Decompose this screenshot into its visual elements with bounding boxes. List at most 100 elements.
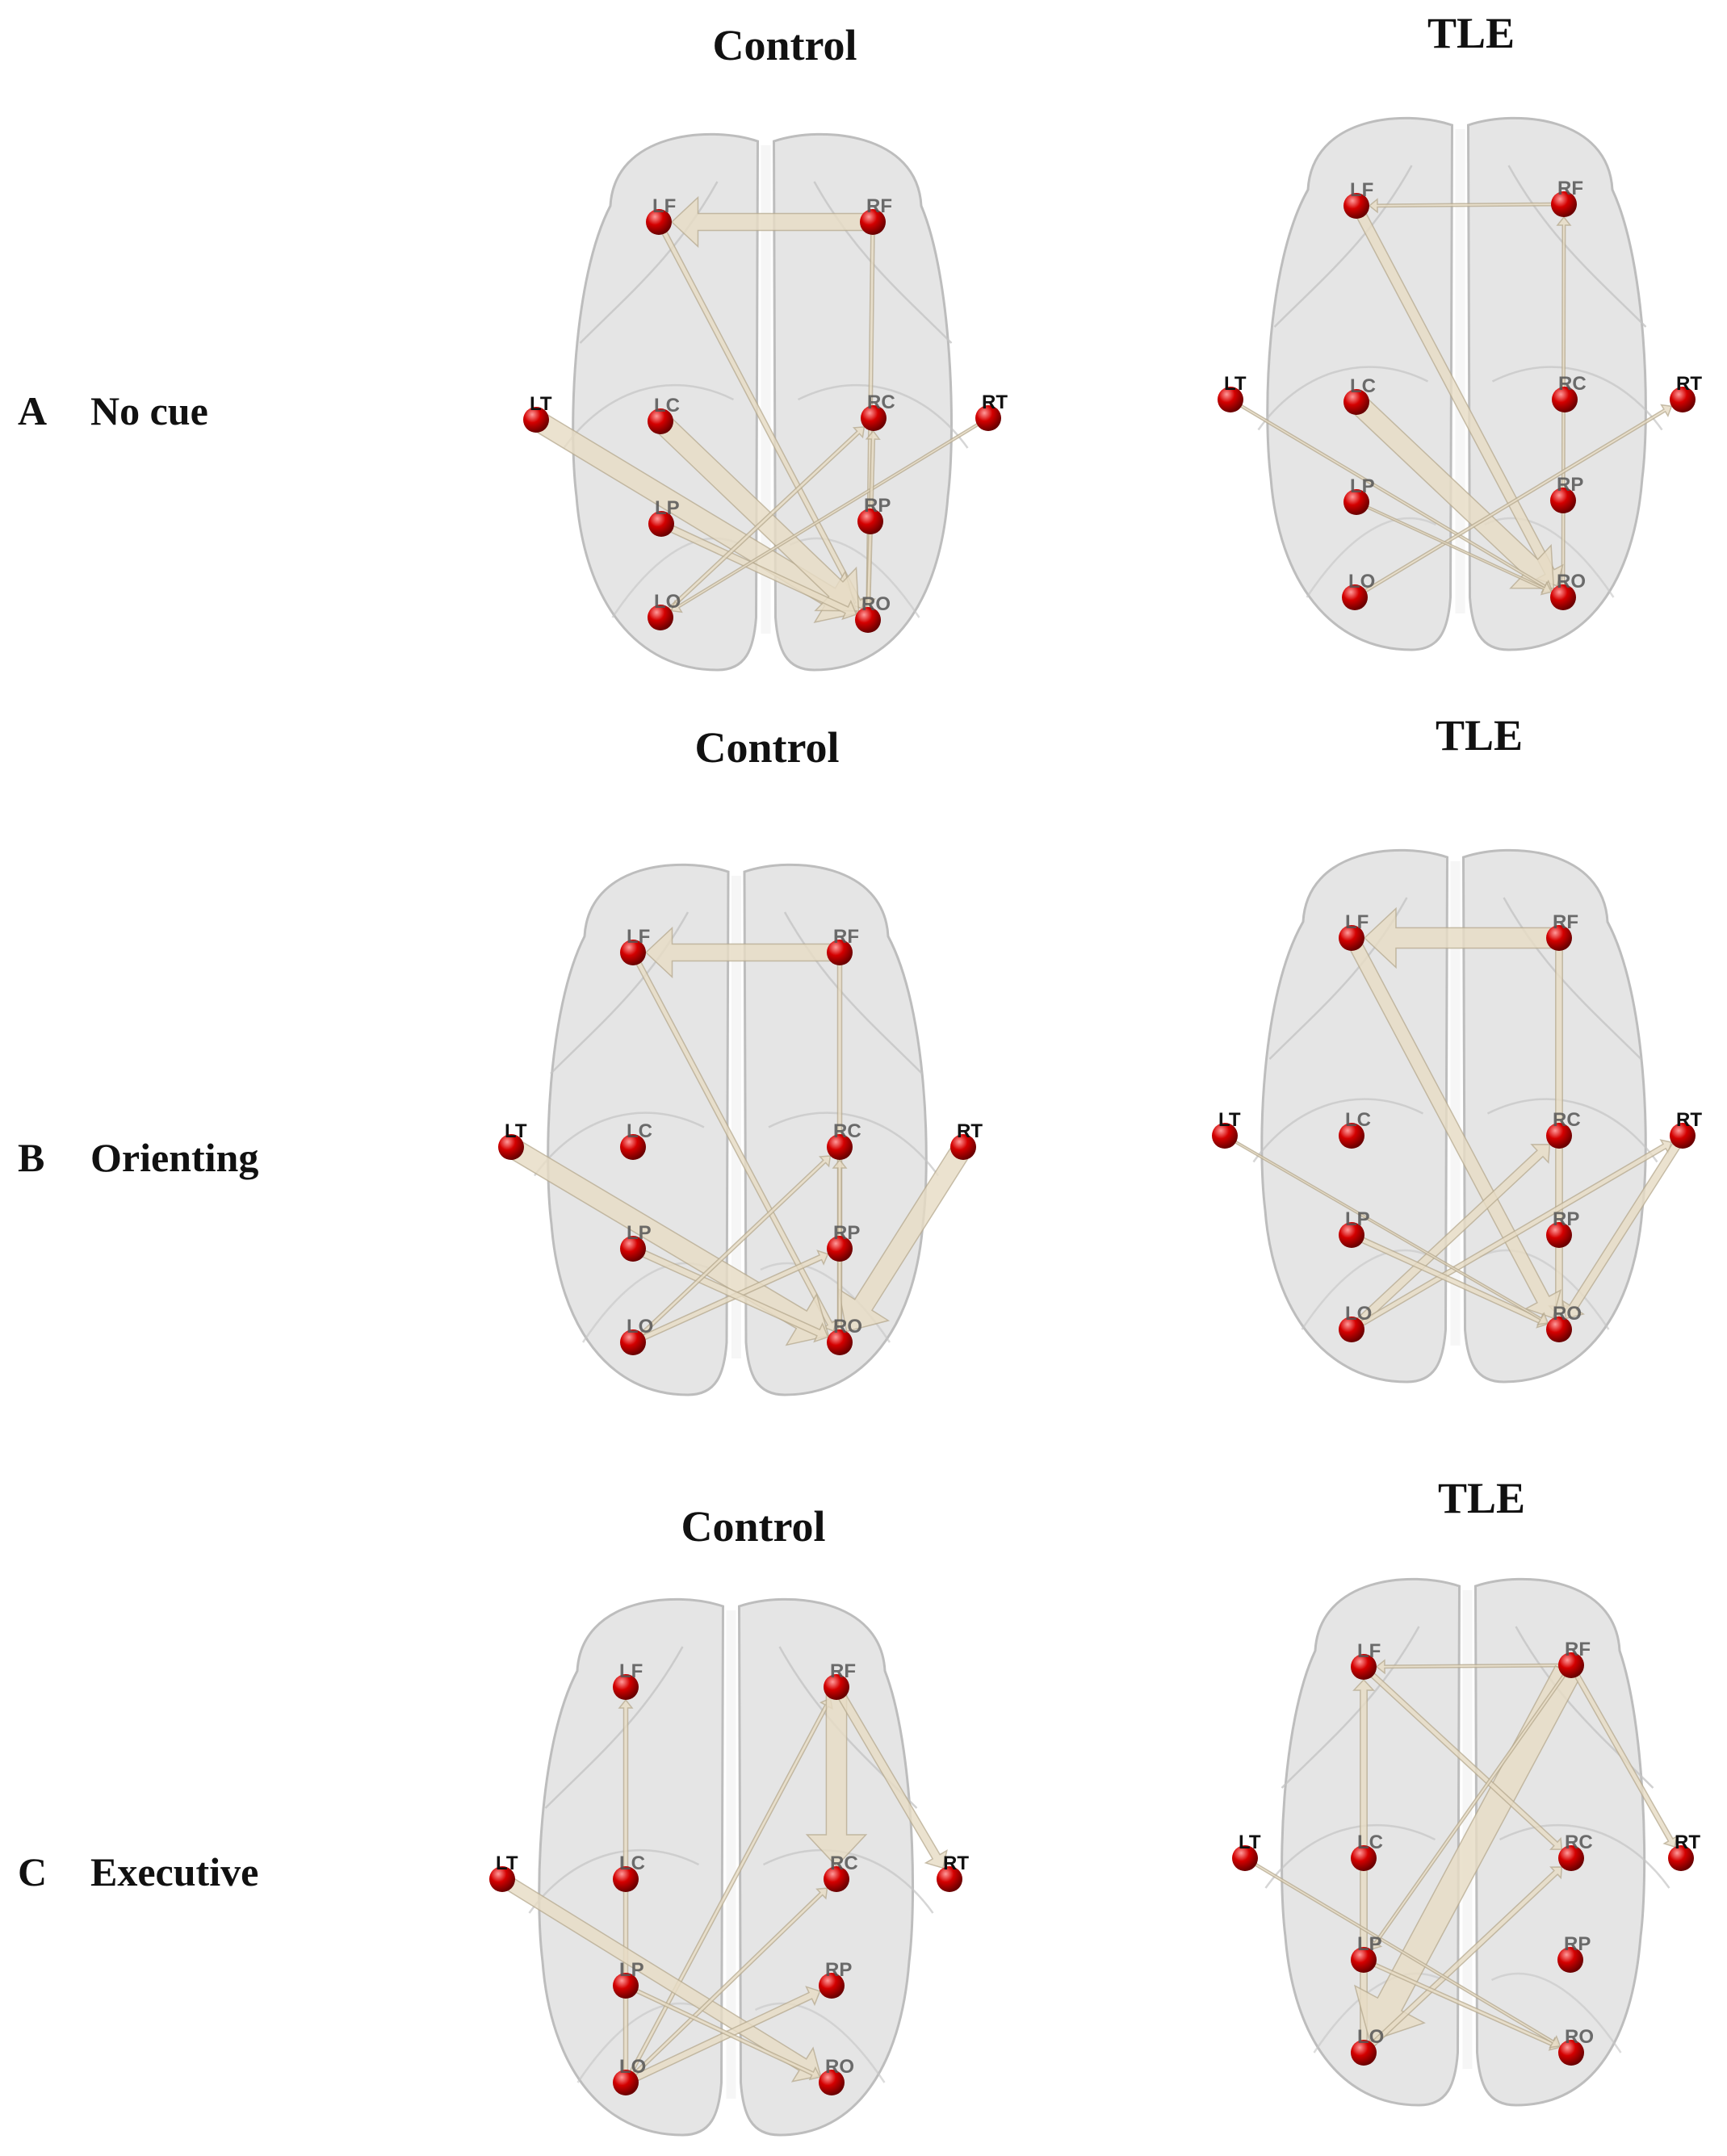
gyrus-line: [1478, 1249, 1610, 1330]
node-label-ro: RO: [1557, 571, 1586, 592]
gyrus-line: [1507, 165, 1647, 328]
node-label-rf: RF: [833, 926, 859, 948]
arrow-rf-to-lo: [1353, 1664, 1581, 2042]
node-lp: [613, 1973, 639, 1999]
node-lp: [1339, 1222, 1364, 1248]
node-label-ro: RO: [861, 593, 891, 615]
arrow-rf-to-rt: [836, 1690, 948, 1869]
node-lt: [1232, 1845, 1258, 1871]
node-label-lo: LO: [627, 1316, 653, 1338]
node-lf: [620, 940, 646, 965]
node-label-rt: RT: [1676, 1109, 1702, 1131]
arrow-rf-to-lf: [670, 195, 866, 249]
node-label-lc: LC: [1357, 1832, 1383, 1853]
node-rt: [950, 1134, 976, 1160]
node-lp: [1351, 1947, 1377, 1973]
gyrus-line: [754, 2002, 886, 2083]
left-hemisphere: [1260, 848, 1449, 1384]
node-rp: [1546, 1222, 1572, 1248]
node-label-lo: LO: [1357, 2026, 1384, 2048]
node-lo: [648, 605, 673, 630]
gyrus-line: [1281, 1626, 1420, 1789]
node-lt: [498, 1134, 524, 1160]
arrow-lp-to-ro: [631, 1986, 821, 2081]
node-lf: [613, 1674, 639, 1700]
node-label-rt: RT: [1675, 1832, 1700, 1853]
node-label-lt: LT: [1239, 1832, 1261, 1853]
gyrus-line: [563, 383, 735, 449]
node-rp: [827, 1236, 853, 1262]
node-label-lc: LC: [1345, 1109, 1371, 1131]
node-label-lp: LP: [1350, 475, 1375, 497]
node-label-rt: RT: [1676, 373, 1702, 395]
arrow-lo-to-rc: [636, 1155, 832, 1339]
node-rf: [824, 1674, 849, 1700]
gyrus-line: [1313, 1972, 1444, 2053]
brain-outline: [563, 132, 969, 672]
node-rc: [861, 405, 887, 431]
gyrus-line: [528, 1848, 700, 1914]
node-label-rf: RF: [1565, 1639, 1591, 1660]
node-ro: [1546, 1317, 1572, 1342]
node-lc: [620, 1134, 646, 1160]
row-title: No cue: [90, 388, 208, 433]
node-lf: [646, 209, 672, 235]
gyrus-line: [576, 2002, 708, 2083]
row-letter: B: [18, 1135, 45, 1180]
node-rt: [975, 405, 1001, 431]
node-label-lo: LO: [1345, 1303, 1372, 1325]
arrow-rf-to-ro: [860, 229, 876, 609]
brain-outline: [1257, 116, 1663, 651]
gyrus-line: [797, 383, 969, 449]
node-label-lt: LT: [1224, 373, 1247, 395]
node-lt: [1212, 1123, 1238, 1149]
arrow-lf-to-rc: [1367, 1669, 1563, 1850]
arrow-lo-to-rt: [1360, 404, 1673, 596]
panel-title-b-tle: TLE: [1435, 711, 1524, 760]
arrow-rt-to-lo: [670, 420, 983, 613]
arrow-lf-to-ro: [633, 957, 838, 1332]
node-label-lf: LF: [619, 1660, 643, 1682]
right-hemisphere: [737, 1597, 915, 2137]
gyrus-line: [789, 537, 920, 618]
brain-outline: [528, 1597, 934, 2137]
node-label-lc: LC: [627, 1120, 652, 1142]
node-label-lc: LC: [654, 395, 680, 417]
gyrus-line: [579, 181, 719, 344]
panel-title-a-tle: TLE: [1427, 9, 1515, 57]
panel-title-c-tle: TLE: [1437, 1474, 1526, 1522]
gyrus-line: [1490, 1972, 1622, 2053]
node-label-lt: LT: [530, 393, 552, 415]
node-rp: [1557, 1947, 1583, 1973]
node-label-rf: RF: [1553, 911, 1578, 933]
arrow-lf-to-ro: [1348, 940, 1562, 1319]
node-label-lf: LF: [1357, 1640, 1381, 1662]
gyrus-line: [760, 1262, 891, 1343]
node-rc: [1558, 1845, 1584, 1871]
left-hemisphere: [1266, 116, 1454, 651]
node-rt: [1670, 387, 1696, 412]
gyrus-line: [813, 181, 953, 344]
gyrus-line: [762, 1848, 934, 1914]
gyrus-line: [1252, 1098, 1424, 1163]
arrow-lt-to-ro: [1250, 1860, 1561, 2049]
node-label-rp: RP: [825, 1959, 852, 1981]
node-label-lo: LO: [1348, 571, 1375, 592]
node-lt: [1218, 387, 1243, 412]
node-label-rc: RC: [830, 1852, 858, 1874]
node-rc: [1552, 387, 1578, 412]
node-rp: [819, 1973, 845, 1999]
panel-title-a-control: Control: [712, 21, 857, 69]
node-lt: [523, 407, 549, 433]
gyrus-line: [1503, 897, 1642, 1060]
node-label-lp: LP: [627, 1222, 652, 1244]
right-hemisphere: [1466, 116, 1647, 651]
node-ro: [855, 607, 881, 633]
panel-title-b-control: Control: [694, 723, 840, 772]
